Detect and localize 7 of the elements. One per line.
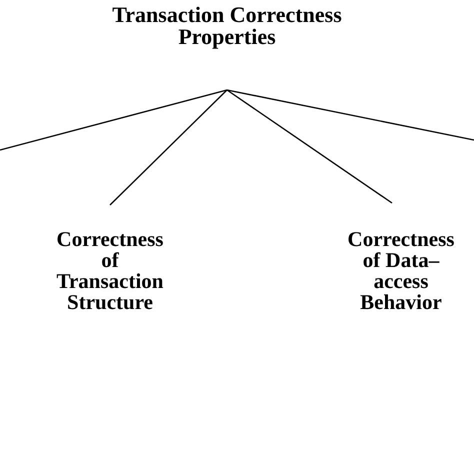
root-label: Transaction Correctness Properties — [112, 4, 342, 48]
connector-line — [226, 89, 474, 141]
connector-line — [0, 89, 228, 151]
connector-line — [110, 90, 228, 206]
branch-label: Correctness of Transaction Structure — [56, 229, 164, 313]
connector-line — [226, 89, 392, 204]
branch-label: Correctness of Data–access Behavior — [346, 229, 456, 313]
